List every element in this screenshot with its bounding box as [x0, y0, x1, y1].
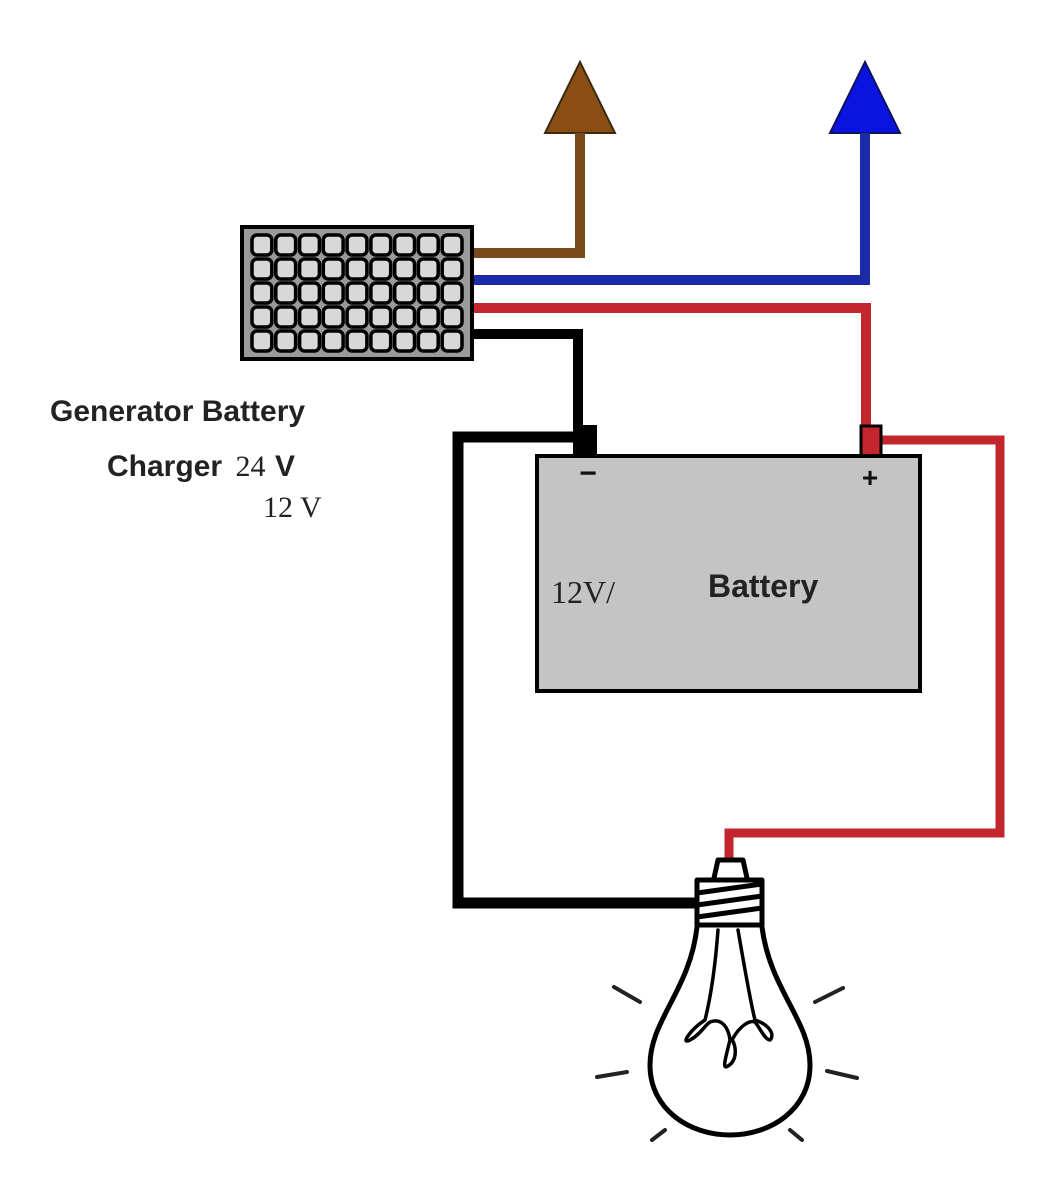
charger-cell: [297, 329, 322, 353]
charger-label-voltage-24: 24: [236, 450, 266, 483]
charger-cell: [369, 233, 393, 257]
bulb-thread: [694, 893, 765, 908]
charger-cell: [369, 305, 393, 329]
charger-cell: [321, 281, 345, 305]
battery-positive-terminal: [859, 424, 883, 458]
charger-cell: [392, 281, 417, 305]
charger-cell: [440, 329, 464, 353]
charger-cell: [250, 305, 274, 329]
charger-cell: [274, 305, 298, 329]
charger-label-word: Charger: [107, 450, 222, 483]
black-load-wire: [452, 431, 700, 909]
battery-positive-symbol: +: [862, 462, 878, 493]
charger-cell: [440, 281, 464, 305]
charger-cell: [297, 233, 322, 257]
charger-cell: [297, 257, 322, 281]
brown-output-wire: [470, 133, 585, 258]
charger-cell: [321, 329, 345, 353]
charger-cell: [392, 257, 417, 281]
charger-cell: [416, 281, 440, 305]
battery-negative-terminal: [573, 425, 597, 457]
charger-cell: [416, 305, 440, 329]
charger-label-unit: V: [275, 450, 295, 483]
brown-arrow-icon: [543, 59, 617, 134]
charger-label-line1: Generator Battery: [50, 395, 305, 428]
charger-cell: [369, 257, 393, 281]
charger-cell: [250, 281, 274, 305]
black-charge-wire: [470, 329, 583, 428]
blue-output-wire: [470, 133, 870, 285]
battery: − + 12V/ Battery: [535, 424, 922, 693]
charger-cell: [297, 305, 322, 329]
battery-name-label: Battery: [708, 568, 818, 604]
charger-cell: [440, 257, 464, 281]
charger-cell: [440, 305, 464, 329]
light-bulb-icon: [647, 857, 813, 1138]
light-ray: [825, 1069, 859, 1080]
bulb-thread: [694, 905, 765, 920]
charger-cell: [392, 305, 417, 329]
charger-cell: [274, 329, 298, 353]
battery-body: [535, 454, 922, 693]
charger-cell: [250, 233, 274, 257]
charger-cell: [416, 233, 440, 257]
charger-cell: [274, 233, 298, 257]
charger-cell: [416, 257, 440, 281]
red-charge-wire: [470, 303, 871, 428]
battery-voltage-label: 12V/: [551, 574, 615, 610]
charger-cell: [369, 329, 393, 353]
light-rays: [595, 985, 859, 1142]
charger-label-voltage-12: 12 V: [263, 491, 322, 524]
light-ray: [595, 1070, 629, 1079]
charger: [240, 225, 474, 361]
light-ray: [612, 985, 642, 1004]
charger-cell: [345, 305, 369, 329]
red-load-wire: [724, 435, 1005, 860]
light-ray: [788, 1128, 804, 1142]
battery-negative-symbol: −: [579, 457, 597, 490]
charger-cell: [369, 281, 393, 305]
bulb-tip: [711, 857, 750, 881]
charger-cell: [297, 281, 322, 305]
blue-arrow-icon: [828, 59, 902, 134]
charger-cell: [345, 257, 369, 281]
charger-cell: [321, 233, 345, 257]
charger-cell: [392, 329, 417, 353]
charger-cell: [274, 257, 298, 281]
bulb-thread: [694, 881, 765, 896]
light-ray: [813, 986, 845, 1004]
bulb-glass: [647, 924, 813, 1138]
charger-cell-grid: [250, 233, 464, 353]
charger-cell: [416, 329, 440, 353]
charger-cell: [345, 281, 369, 305]
charger-cell: [345, 329, 369, 353]
charger-cell: [392, 233, 417, 257]
charger-cell: [250, 257, 274, 281]
charger-cell: [274, 281, 298, 305]
charger-cell: [440, 233, 464, 257]
charger-label-line2: Charger 24 V: [107, 450, 295, 483]
charger-cell: [345, 233, 369, 257]
charger-cell: [250, 329, 274, 353]
light-ray: [650, 1128, 667, 1142]
charger-cell: [321, 305, 345, 329]
bulb-filament: [684, 928, 774, 1069]
charger-cell: [321, 257, 345, 281]
